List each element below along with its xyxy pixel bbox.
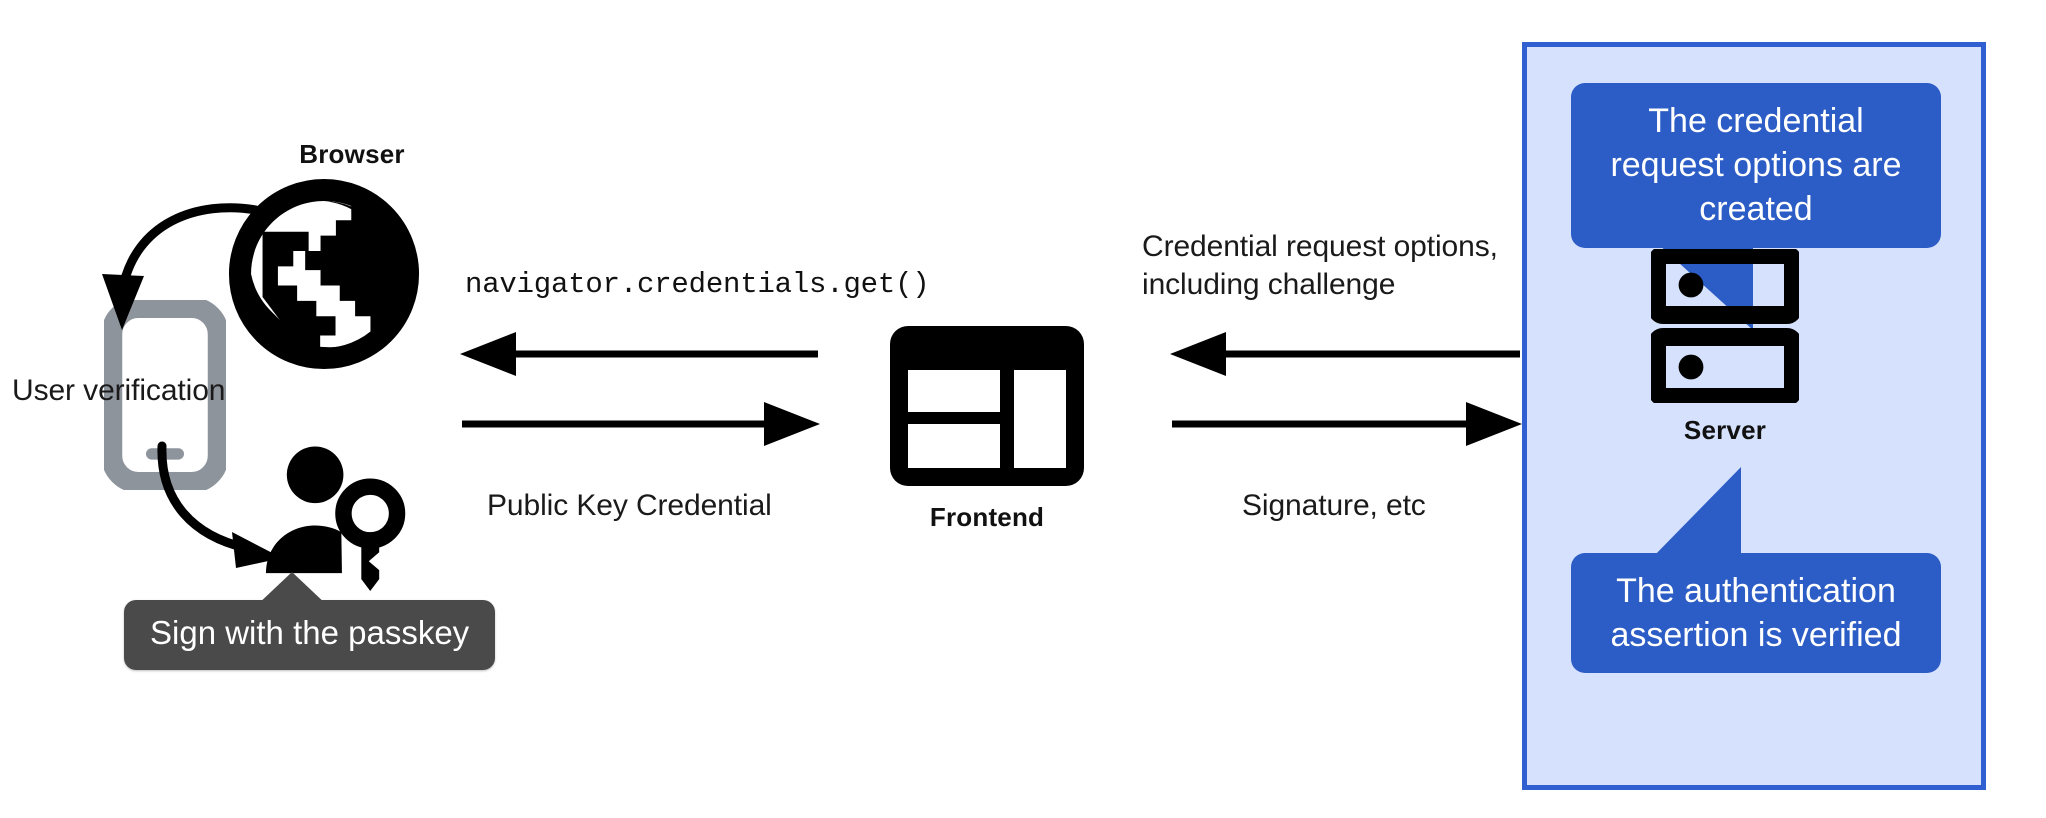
window-layout-icon [890, 326, 1084, 486]
frontend-to-server-arrow [1170, 400, 1522, 448]
signature-etc-label: Signature, etc [1242, 489, 1426, 522]
callout-credential-options-created: The credential request options are creat… [1571, 83, 1941, 248]
globe-icon [228, 178, 420, 370]
server-to-frontend-arrow [1170, 330, 1522, 378]
browser-to-frontend-arrow [460, 400, 820, 448]
callout-assertion-verified-tail [1651, 467, 1771, 564]
frontend-label: Frontend [929, 502, 1045, 532]
server-panel: The credential request options are creat… [1522, 42, 1986, 790]
browser-label: Browser [299, 139, 405, 169]
public-key-credential-label: Public Key Credential [487, 489, 772, 522]
passkey-tooltip: Sign with the passkey [124, 572, 496, 670]
passkey-tooltip-tail [256, 572, 328, 606]
server-racks-icon [1651, 249, 1799, 403]
user-verification-label: User verification [12, 374, 226, 407]
person-with-key-icon [258, 445, 408, 591]
browser-to-phone-arrow [78, 196, 278, 366]
passkey-tooltip-text: Sign with the passkey [124, 600, 496, 670]
frontend-to-browser-arrow [460, 330, 820, 378]
navigator-credentials-get-label: navigator.credentials.get() [465, 268, 930, 301]
callout-assertion-verified: The authentication assertion is verified [1571, 553, 1941, 674]
credential-request-options-label: Credential request options, inclu­ding c… [1142, 230, 1498, 301]
server-label: Server [1683, 415, 1767, 445]
